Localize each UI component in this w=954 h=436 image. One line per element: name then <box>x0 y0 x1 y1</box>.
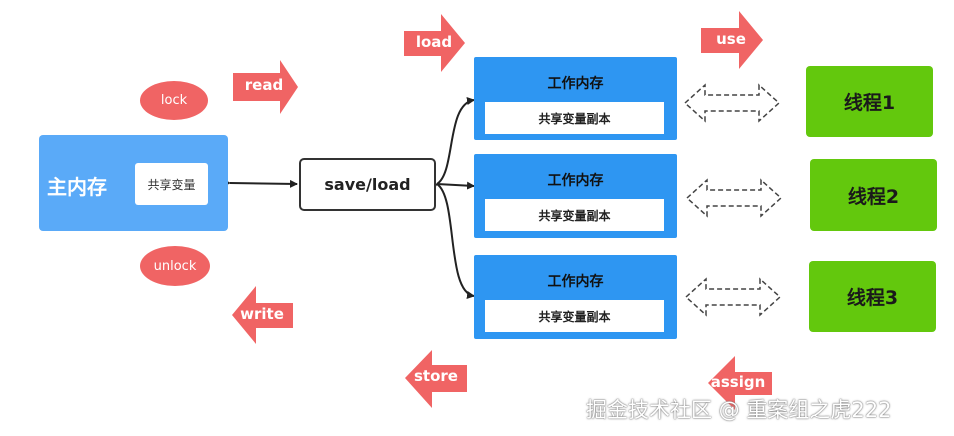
assign-arrow-label: assign <box>710 373 766 391</box>
unlock-oval: unlock <box>140 246 210 286</box>
thread-3-box: 线程3 <box>809 261 936 332</box>
write-arrow-shape <box>232 286 293 344</box>
dashed-double-arrow-1 <box>683 83 781 123</box>
main-memory-box: 主内存 共享变量 <box>39 135 228 231</box>
load-arrow-shape <box>404 14 465 72</box>
read-arrow-label: read <box>244 76 284 94</box>
shared-variable-box: 共享变量 <box>135 163 208 205</box>
working-memory-box-1: 工作内存 共享变量副本 <box>474 57 677 140</box>
working-memory-box-3: 工作内存 共享变量副本 <box>474 255 677 339</box>
use-arrow-label: use <box>716 30 746 48</box>
main-memory-title: 主内存 <box>47 175 107 199</box>
save-load-box: save/load <box>299 158 436 211</box>
thread-1-box: 线程1 <box>806 66 933 137</box>
watermark-text: 掘金技术社区 @ 重案组之虎222 <box>586 398 892 422</box>
dashed-double-arrow-2 <box>685 178 783 218</box>
working-memory-title: 工作内存 <box>547 274 604 290</box>
lock-oval: lock <box>140 81 208 120</box>
store-arrow-label: store <box>414 367 458 385</box>
working-memory-title: 工作内存 <box>547 173 604 189</box>
read-arrow-shape <box>233 60 298 114</box>
shared-variable-copy: 共享变量副本 <box>485 199 664 231</box>
shared-variable-copy: 共享变量副本 <box>485 300 664 332</box>
working-memory-title: 工作内存 <box>547 76 604 92</box>
main-save-connector <box>222 178 298 188</box>
save-to-wm1-connector <box>428 97 475 192</box>
thread-2-box: 线程2 <box>810 159 937 231</box>
dashed-double-arrow-3 <box>684 277 782 317</box>
use-arrow-shape <box>701 11 763 69</box>
save-to-wm2-connector <box>436 181 475 190</box>
save-to-wm3-connector <box>436 183 475 299</box>
assign-arrow-shape <box>708 356 772 410</box>
store-arrow-shape <box>405 350 467 408</box>
write-arrow-label: write <box>240 305 284 323</box>
load-arrow-label: load <box>415 33 453 51</box>
working-memory-box-2: 工作内存 共享变量副本 <box>474 154 677 238</box>
shared-variable-copy: 共享变量副本 <box>485 102 664 134</box>
